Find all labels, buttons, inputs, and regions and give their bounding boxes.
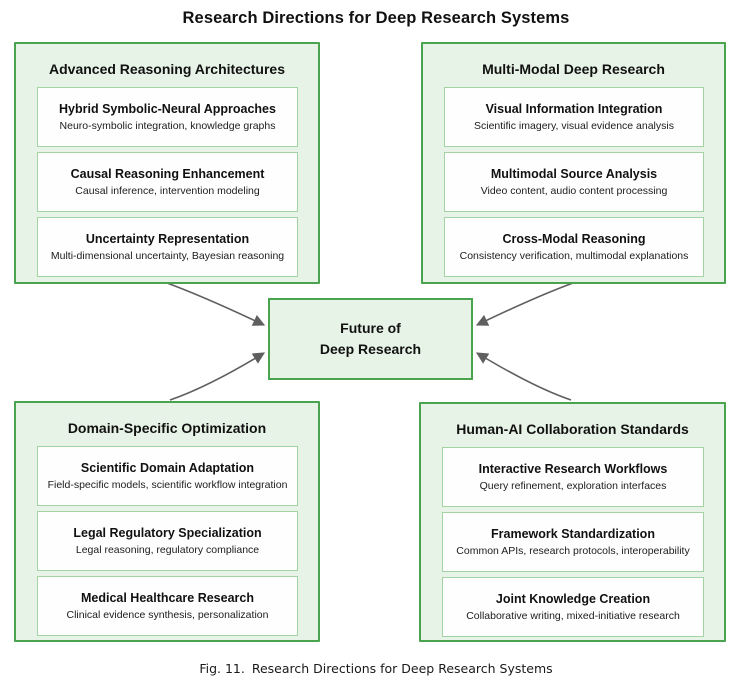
topic-title: Hybrid Symbolic-Neural Approaches: [59, 101, 276, 116]
topic-subtitle: Scientific imagery, visual evidence anal…: [474, 119, 674, 132]
quadrant-domain-specific-optimization: Domain-Specific Optimization Scientific …: [14, 401, 320, 642]
arrow-bottom-left-to-center: [169, 352, 266, 401]
topic-box-hybrid-symbolic-neural: Hybrid Symbolic-Neural Approaches Neuro-…: [37, 87, 298, 147]
arrow-bottom-right-to-center: [475, 352, 572, 401]
quadrant-title: Multi-Modal Deep Research: [482, 61, 665, 77]
figure-caption-text: Research Directions for Deep Research Sy…: [251, 661, 553, 676]
topic-box-multimodal-source-analysis: Multimodal Source Analysis Video content…: [444, 152, 704, 212]
topic-title: Joint Knowledge Creation: [495, 591, 651, 606]
center-node-line2: Deep Research: [319, 341, 422, 357]
topic-subtitle: Collaborative writing, mixed-initiative …: [466, 609, 680, 622]
diagram-title: Research Directions for Deep Research Sy…: [182, 9, 570, 27]
quadrant-item-list: Visual Information Integration Scientifi…: [444, 87, 704, 277]
topic-box-framework-standardization: Framework Standardization Common APIs, r…: [442, 512, 704, 572]
topic-title: Legal Regulatory Specialization: [73, 525, 262, 540]
topic-box-interactive-research-workflows: Interactive Research Workflows Query ref…: [442, 447, 704, 507]
topic-subtitle: Consistency verification, multimodal exp…: [459, 249, 689, 262]
topic-box-medical-healthcare-research: Medical Healthcare Research Clinical evi…: [37, 576, 298, 636]
arrow-top-left-to-center: [166, 282, 266, 326]
center-node-line1: Future of: [340, 320, 401, 336]
topic-box-uncertainty-representation: Uncertainty Representation Multi-dimensi…: [37, 217, 298, 277]
topic-subtitle: Causal inference, intervention modeling: [75, 184, 260, 197]
quadrant-advanced-reasoning-architectures: Advanced Reasoning Architectures Hybrid …: [14, 42, 320, 284]
quadrant-title: Advanced Reasoning Architectures: [49, 61, 285, 77]
topic-box-joint-knowledge-creation: Joint Knowledge Creation Collaborative w…: [442, 577, 704, 637]
topic-subtitle: Query refinement, exploration interfaces: [479, 479, 667, 492]
topic-subtitle: Field-specific models, scientific workfl…: [47, 478, 288, 491]
topic-title: Scientific Domain Adaptation: [80, 460, 255, 475]
quadrant-human-ai-collaboration-standards: Human-AI Collaboration Standards Interac…: [419, 402, 726, 642]
topic-box-cross-modal-reasoning: Cross-Modal Reasoning Consistency verifi…: [444, 217, 704, 277]
arrow-top-right-to-center: [475, 282, 574, 326]
topic-title: Visual Information Integration: [485, 101, 663, 116]
topic-subtitle: Video content, audio content processing: [480, 184, 668, 197]
quadrant-multi-modal-deep-research: Multi-Modal Deep Research Visual Informa…: [421, 42, 726, 284]
topic-title: Framework Standardization: [491, 526, 655, 541]
quadrant-item-list: Interactive Research Workflows Query ref…: [442, 447, 704, 637]
topic-subtitle: Neuro-symbolic integration, knowledge gr…: [59, 119, 276, 132]
quadrant-item-list: Scientific Domain Adaptation Field-speci…: [37, 446, 298, 636]
topic-box-legal-regulatory-specialization: Legal Regulatory Specialization Legal re…: [37, 511, 298, 571]
quadrant-item-list: Hybrid Symbolic-Neural Approaches Neuro-…: [37, 87, 298, 277]
figure-caption: Fig. 11. Research Directions for Deep Res…: [0, 661, 752, 676]
figure-caption-label: Fig. 11.: [199, 661, 245, 676]
quadrant-title: Domain-Specific Optimization: [67, 420, 267, 436]
topic-title: Multimodal Source Analysis: [490, 166, 658, 181]
topic-subtitle: Multi-dimensional uncertainty, Bayesian …: [50, 249, 285, 262]
topic-title: Medical Healthcare Research: [80, 590, 254, 605]
topic-box-visual-information-integration: Visual Information Integration Scientifi…: [444, 87, 704, 147]
topic-subtitle: Clinical evidence synthesis, personaliza…: [66, 608, 269, 621]
topic-box-scientific-domain-adaptation: Scientific Domain Adaptation Field-speci…: [37, 446, 298, 506]
topic-subtitle: Legal reasoning, regulatory compliance: [75, 543, 260, 556]
quadrant-title: Human-AI Collaboration Standards: [456, 421, 689, 437]
topic-title: Cross-Modal Reasoning: [502, 231, 646, 246]
topic-box-causal-reasoning: Causal Reasoning Enhancement Causal infe…: [37, 152, 298, 212]
topic-title: Interactive Research Workflows: [478, 461, 668, 476]
topic-title: Causal Reasoning Enhancement: [70, 166, 265, 181]
topic-title: Uncertainty Representation: [85, 231, 250, 246]
topic-subtitle: Common APIs, research protocols, interop…: [456, 544, 690, 557]
center-node-future-of-deep-research: Future of Deep Research: [268, 298, 473, 380]
